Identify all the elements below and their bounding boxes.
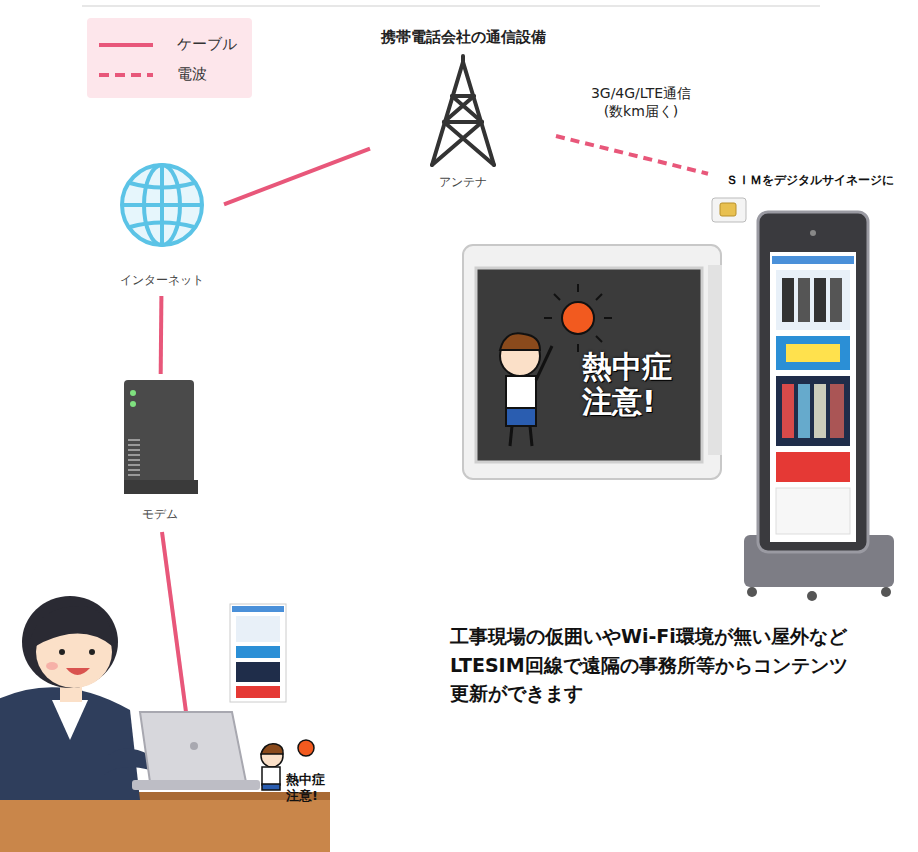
top-rule bbox=[82, 6, 820, 7]
note-text: 工事現場の仮囲いやWi-Fi環境が無い屋外など LTESIM回線で遠隔の事務所等… bbox=[450, 622, 890, 708]
node-subtext: アンテナ bbox=[439, 174, 487, 191]
office-worker bbox=[0, 596, 330, 852]
antenna-tower bbox=[432, 56, 494, 165]
modem-node: モデム bbox=[112, 374, 208, 530]
legend-text: 電波 bbox=[177, 65, 207, 84]
screen-slogan: 熱中症 注意! bbox=[582, 350, 692, 419]
poster-slogan: 熱中症 注意! bbox=[286, 772, 332, 803]
signage-sim-node: ＳＩＭをデジタルサイネージに bbox=[708, 172, 912, 226]
legend-cable-sample bbox=[99, 43, 153, 47]
node-text: ＳＩＭをデジタルサイネージに bbox=[726, 172, 894, 189]
cable-link bbox=[159, 296, 164, 374]
node-text: インターネット bbox=[120, 272, 204, 289]
cable-link bbox=[224, 149, 370, 205]
cable-line bbox=[162, 532, 186, 712]
node-text: モデム bbox=[142, 506, 178, 523]
legend-samples bbox=[87, 18, 252, 98]
internet-node: インターネット bbox=[100, 160, 224, 296]
modem-device bbox=[124, 380, 198, 494]
internet-globe bbox=[122, 165, 202, 245]
edge-label: 3G/4G/LTE通信 (数km届く) bbox=[576, 84, 706, 120]
legend-panel: ケーブル電波 bbox=[87, 18, 252, 98]
node-text: 携帯電話会社の通信設備 bbox=[381, 28, 546, 47]
antenna-node: 携帯電話会社の通信設備アンテナ bbox=[370, 28, 556, 198]
legend-text: ケーブル bbox=[177, 35, 237, 54]
mini-poster bbox=[230, 604, 286, 702]
legend-wave-sample bbox=[99, 73, 153, 77]
stand-signage bbox=[744, 212, 894, 601]
sim-card bbox=[712, 198, 746, 222]
outdoor-signage bbox=[463, 245, 722, 479]
radio-link bbox=[556, 136, 708, 174]
